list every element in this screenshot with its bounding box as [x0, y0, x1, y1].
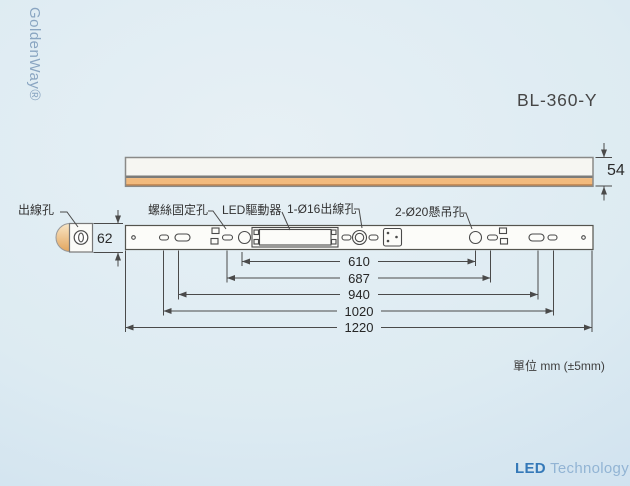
callout-outlet-hole-16: 1-Ø16出線孔: [287, 202, 357, 216]
profile-side-view: [124, 156, 594, 188]
driver-clip: [253, 238, 260, 245]
callout-suspension-hole-20: 2-Ø20懸吊孔: [395, 205, 465, 219]
units-tolerance-note: 單位 mm (±5mm): [513, 359, 605, 373]
terminal-dots: [386, 231, 398, 243]
profile-led-strip: [126, 178, 593, 185]
leader-outlet-hole-16: [354, 208, 363, 229]
front-view-body: [124, 224, 594, 251]
brand-technology-text: Technology: [550, 460, 629, 477]
dimension-total-length: 1220: [344, 320, 374, 335]
suspension-hole-left: [237, 230, 252, 245]
callout-outlet-hole: 出線孔: [18, 203, 55, 217]
brand-led-text: LED: [515, 460, 546, 477]
endcap-view: [55, 222, 94, 253]
mounting-slot: [528, 233, 545, 242]
screw-fix-slot: [221, 234, 234, 241]
front-view: [124, 224, 594, 251]
callout-screw-fix-hole: 螺絲固定孔: [148, 203, 209, 217]
knockout-square: [498, 227, 508, 235]
suspension-hole-right: [468, 230, 483, 245]
outlet-hole-16-inner: [354, 232, 365, 243]
brand-watermark: GoldenWay®: [26, 7, 43, 101]
model-number-title: BL-360-Y: [517, 90, 598, 110]
dimension-endcap-height: 62: [97, 230, 113, 246]
endcap-outlet-slot: [78, 232, 84, 243]
leader-screw-fix-hole: [208, 210, 227, 230]
brand-footer: LED Technology: [515, 460, 629, 477]
endcap-dome: [55, 222, 71, 253]
profile-divider-band: [126, 175, 593, 179]
driver-clip: [253, 229, 260, 236]
outlet-hole-16: [351, 229, 368, 246]
screw-slot: [368, 234, 379, 241]
callout-leader-lines: [60, 208, 473, 231]
endcap-outlet-hole: [73, 230, 89, 245]
knockout-square: [211, 227, 220, 235]
dimension-inner-screw-span: 687: [348, 270, 370, 286]
screw-slot: [158, 234, 170, 241]
knockout-square: [499, 237, 509, 245]
callout-led-driver: LED驅動器: [222, 203, 282, 217]
knockout-square: [210, 237, 219, 245]
dimension-suspension-span: 610: [348, 254, 370, 269]
dimension-lines: [115, 143, 607, 331]
leader-outlet-hole: [60, 211, 79, 228]
pilot-hole: [131, 235, 136, 240]
dimension-profile-height: 54: [607, 162, 625, 179]
led-driver-box: [251, 226, 339, 248]
dimension-end-screw-span: 1020: [344, 303, 374, 319]
leader-led-driver: [281, 211, 291, 231]
screw-slot: [547, 234, 558, 241]
dimension-outer-screw-span: 940: [348, 287, 370, 302]
led-driver-body: [258, 228, 332, 246]
terminal-block: [382, 227, 403, 247]
leader-suspension-hole-20: [461, 212, 473, 230]
screw-fix-slot: [486, 234, 499, 241]
profile-strip-shadow: [126, 184, 593, 187]
pilot-hole: [581, 235, 586, 240]
mounting-slot: [174, 233, 191, 242]
screw-slot: [341, 234, 352, 241]
